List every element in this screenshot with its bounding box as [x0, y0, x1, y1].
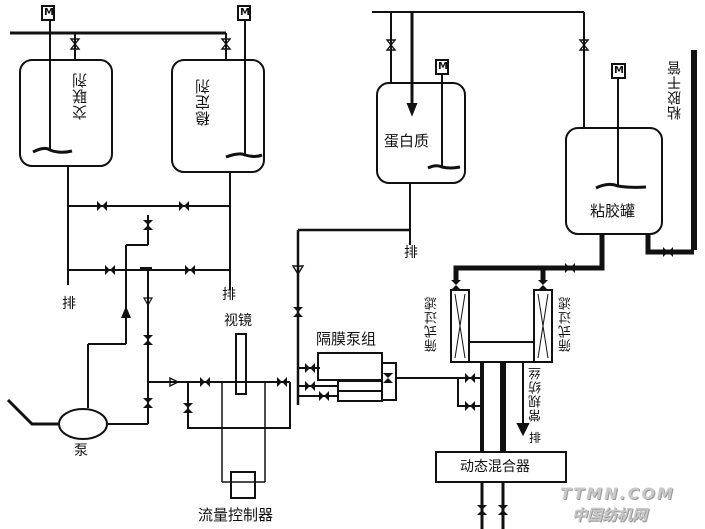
flow-controller-box [230, 471, 256, 499]
arrow-up-icon [121, 306, 131, 318]
valves [70, 38, 673, 515]
conventional-spinning-label: 常规纺丝 [529, 366, 544, 422]
protein-tank [376, 82, 466, 184]
sight-glass-label: 视镜 [224, 313, 252, 329]
stabilizer-tank [171, 59, 265, 173]
filter-left-label: 筛式过滤 [425, 296, 440, 352]
motor-label: M [438, 61, 448, 72]
crosslinker-tank [19, 59, 113, 167]
pump-label: 泵 [74, 443, 88, 459]
filter-right-label: 筛式过滤 [559, 296, 574, 352]
viscose-tank [565, 127, 663, 235]
filter-left [450, 289, 470, 363]
stabilizer-tank-label: 稳定剂 [194, 78, 212, 126]
drain-label-protein: 排 [404, 245, 418, 261]
drain-label-filter: 排 [529, 431, 542, 445]
pump-body [58, 408, 108, 440]
motor-icon [41, 5, 55, 21]
watermark-line1: TTMN.COM [560, 484, 675, 503]
drain-label-mid: 排 [222, 287, 236, 303]
viscose-tank-label: 粘胶罐 [590, 202, 636, 220]
motor-label: M [44, 7, 54, 18]
sight-glass [235, 333, 247, 395]
crosslinker-tank-label: 交联剂 [71, 72, 89, 120]
filter-right [533, 289, 553, 363]
diaphragm-pump-group-label: 隔膜泵组 [316, 330, 377, 348]
check-valve-icon [291, 265, 305, 276]
watermark-line2: 中国纺机网 [572, 506, 648, 524]
dynamic-mixer [435, 451, 567, 483]
drain-label-left: 排 [62, 296, 76, 312]
flow-controller-label: 流量控制器 [198, 506, 274, 524]
protein-tank-label: 蛋白质 [384, 132, 430, 150]
check-valve-icon [169, 376, 180, 388]
check-valve-icon [142, 297, 154, 307]
motor-label: M [614, 65, 624, 76]
dynamic-mixer-label: 动态混合器 [460, 459, 530, 475]
viscose-main-pipe-label: 粘胶干管 [667, 60, 683, 120]
motor-label: M [240, 7, 250, 18]
